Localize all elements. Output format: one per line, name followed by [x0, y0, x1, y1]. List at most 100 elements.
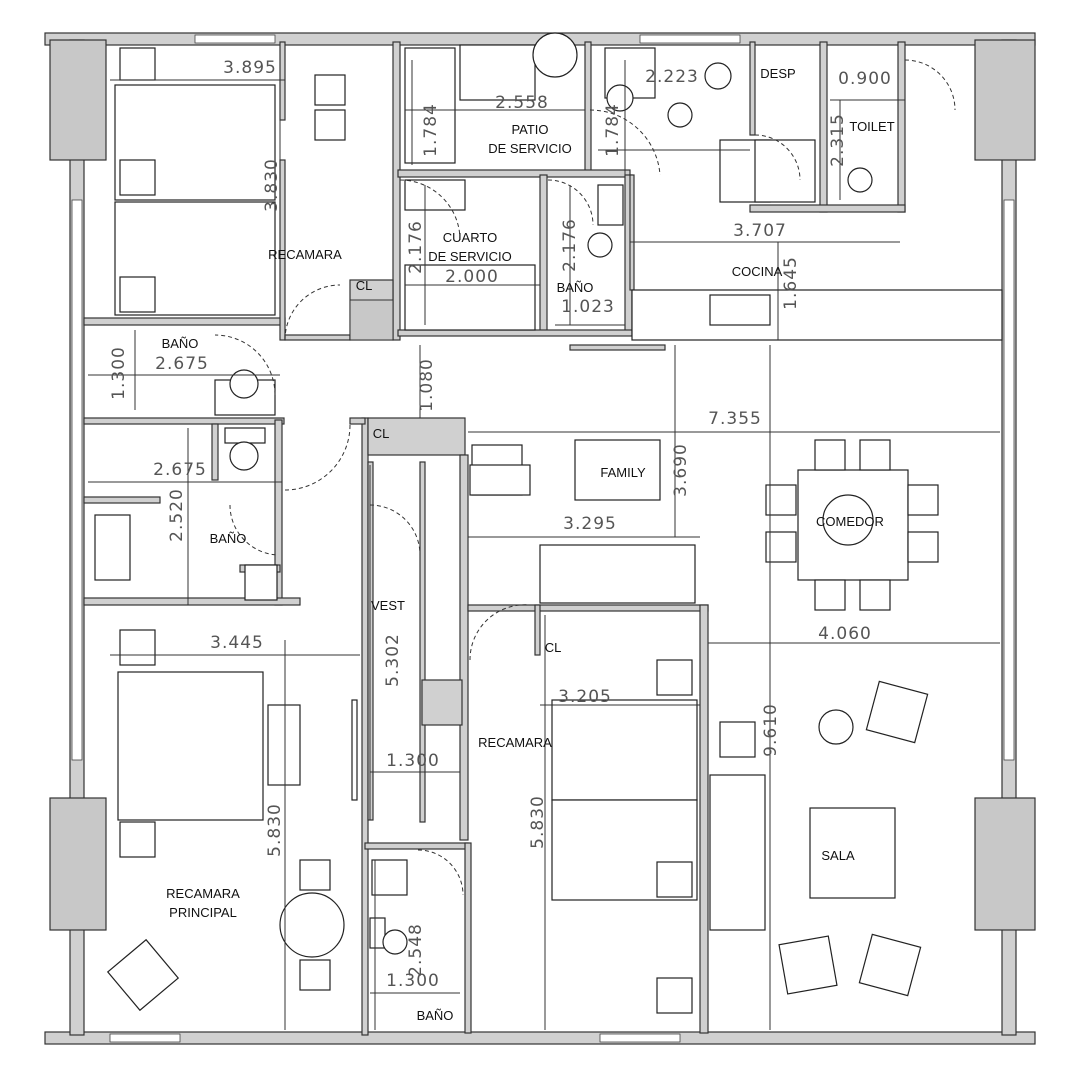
sink	[709, 294, 771, 326]
room-label-closet: CL	[373, 426, 390, 441]
dimension-label: 5.830	[528, 795, 548, 849]
chair	[859, 439, 891, 471]
dimension-labels: 3.895 3.830 1.784 2.558 1.784 2.223 0.90…	[109, 58, 892, 991]
room-label-bano: BAÑO	[417, 1008, 454, 1023]
dimension-label: 2.176	[406, 220, 426, 274]
chair	[814, 439, 846, 471]
interior-wall	[459, 454, 469, 841]
dimension-label: 0.900	[838, 69, 892, 89]
armchair	[106, 938, 180, 1012]
stool	[606, 84, 634, 112]
walls	[44, 32, 1036, 1045]
door-swing	[229, 504, 279, 556]
closet-block	[349, 299, 394, 341]
nightstand	[656, 659, 693, 696]
armchair	[865, 680, 929, 744]
nightstand	[119, 821, 156, 858]
column	[974, 39, 1036, 161]
interior-wall	[421, 679, 463, 726]
toilet	[847, 167, 873, 193]
dimension-label: 3.445	[210, 633, 264, 653]
dimension-label: 2.176	[560, 218, 580, 272]
dimension-label: 1.645	[781, 256, 801, 310]
toilet-tank	[224, 427, 266, 444]
dresser	[314, 74, 346, 106]
room-label-recamara-principal-2: PRINCIPAL	[169, 905, 237, 920]
cabinet	[244, 564, 278, 601]
bed	[117, 671, 264, 821]
door-swing	[754, 134, 801, 181]
dimension-label: 1.784	[421, 103, 441, 157]
vanity	[94, 514, 131, 581]
interior-wall	[534, 604, 541, 656]
interior-wall	[749, 41, 756, 136]
room-label-toilet: TOILET	[849, 119, 894, 134]
interior-wall	[83, 417, 285, 425]
dimension-label: 2.675	[153, 460, 207, 480]
interior-wall	[364, 842, 469, 850]
nightstand	[656, 861, 693, 898]
dimension-label: 5.302	[383, 633, 403, 687]
stool	[532, 32, 578, 78]
nightstand	[119, 629, 156, 666]
chair	[907, 531, 939, 563]
interior-wall	[749, 204, 906, 213]
interior-wall	[83, 597, 301, 606]
dimension-label: 9.610	[761, 703, 781, 757]
door-swing	[547, 179, 594, 226]
table	[574, 439, 661, 501]
sink	[459, 44, 536, 101]
dresser	[314, 109, 346, 141]
interior-wall	[397, 169, 631, 178]
dimension-label: 2.000	[445, 267, 499, 287]
interior-wall	[83, 317, 286, 326]
dimension-label: 1.784	[603, 103, 623, 157]
dimension-label: 2.675	[155, 354, 209, 374]
interior-wall	[464, 842, 472, 1034]
dimension-label: 7.355	[708, 409, 762, 429]
dimension-label: 3.707	[733, 221, 787, 241]
bench	[267, 704, 301, 786]
counter	[631, 289, 1003, 341]
door-swing	[369, 504, 421, 556]
window	[599, 1033, 681, 1043]
room-label-bano: BAÑO	[210, 531, 247, 546]
dimension-label: 2.558	[495, 93, 549, 113]
room-label-vest: VEST	[371, 598, 405, 613]
chair	[907, 484, 939, 516]
room-label-sala: SALA	[821, 848, 855, 863]
dimension-label: 2.520	[167, 488, 187, 542]
dimension-label: 1.300	[386, 971, 440, 991]
dimension-label: 1.023	[561, 297, 615, 317]
window	[71, 199, 83, 761]
nightstand	[656, 977, 693, 1014]
room-label-patio: PATIO	[511, 122, 548, 137]
toilet	[382, 929, 408, 955]
interior-wall	[539, 174, 548, 336]
dimension-label: 5.830	[265, 803, 285, 857]
room-label-desp: DESP	[760, 66, 795, 81]
room-label-recamara: RECAMARA	[478, 735, 552, 750]
dimension-label: 1.300	[386, 751, 440, 771]
comedor-table	[822, 494, 874, 546]
dimension-label: 3.895	[223, 58, 277, 78]
door-swing	[284, 424, 351, 491]
interior-wall	[211, 423, 219, 481]
bed	[551, 699, 698, 801]
interior-wall	[897, 41, 906, 213]
fridge-box	[754, 139, 816, 203]
door-swing	[469, 604, 531, 661]
interior-wall	[349, 417, 366, 425]
room-label-comedor: COMEDOR	[816, 514, 884, 529]
stove	[404, 47, 456, 164]
room-label-recamara: RECAMARA	[268, 247, 342, 262]
interior-wall	[367, 417, 466, 456]
room-labels: RECAMARA CL PATIO DE SERVICIO DESP TOILE…	[162, 66, 895, 1023]
dimension-label: 1.080	[417, 358, 437, 412]
nightstand	[119, 47, 156, 81]
chair	[765, 531, 797, 563]
dimension-label: 1.300	[109, 346, 129, 400]
sofa	[539, 544, 696, 604]
door-swing	[417, 849, 464, 896]
column	[49, 797, 107, 931]
